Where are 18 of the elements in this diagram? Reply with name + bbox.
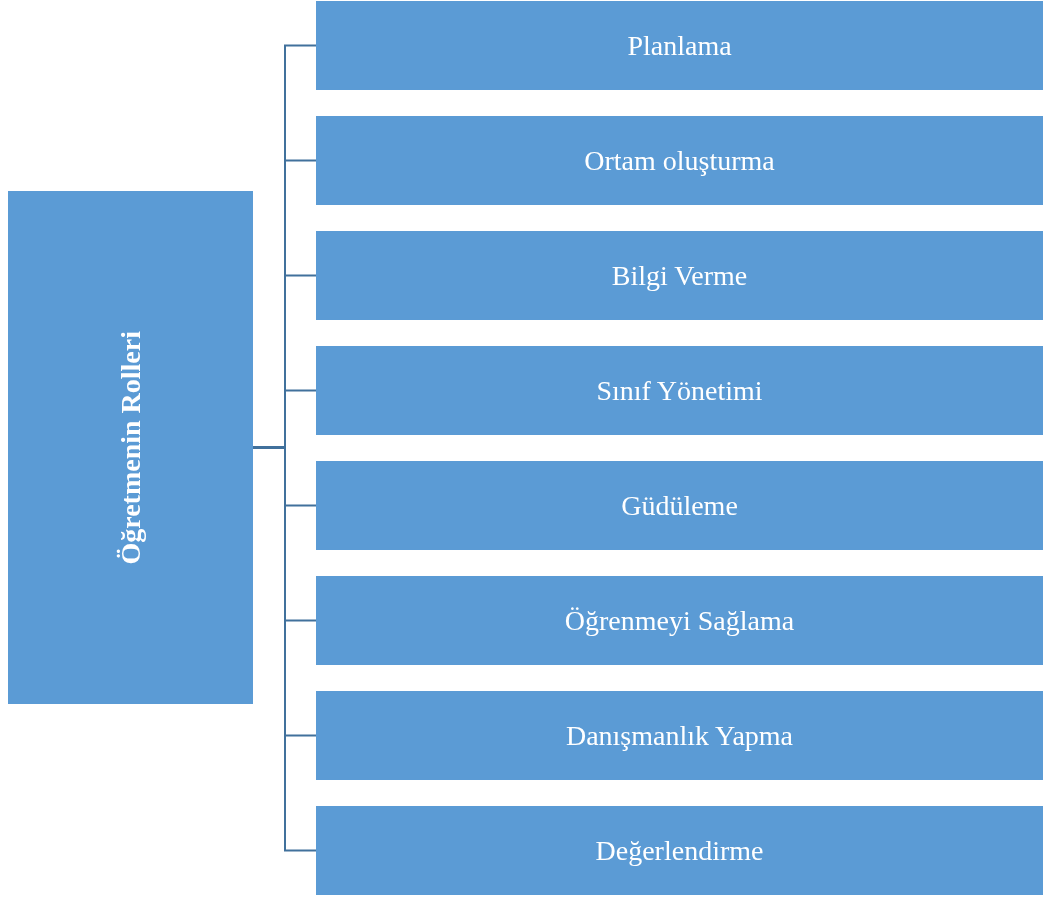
box-label: Danışmanlık Yapma — [565, 719, 794, 752]
role-box — [316, 1, 1043, 90]
box-label: Bilgi Verme — [611, 259, 748, 292]
root-box — [8, 191, 253, 704]
role-box — [316, 116, 1043, 205]
box-label: Sınıf Yönetimi — [596, 374, 763, 407]
box-label: Değerlendirme — [595, 834, 764, 867]
role-box — [316, 691, 1043, 780]
role-box — [316, 806, 1043, 895]
box-label: Ortam oluşturma — [584, 144, 775, 177]
box-label: Güdüleme — [621, 489, 738, 522]
role-box — [316, 346, 1043, 435]
role-box — [316, 576, 1043, 665]
role-box — [316, 231, 1043, 320]
box-title: Öğretmenin Rolleri — [114, 330, 147, 565]
role-box — [316, 461, 1043, 550]
box-label: Planlama — [627, 29, 732, 62]
box-label: Öğrenmeyi Sağlama — [564, 604, 795, 637]
